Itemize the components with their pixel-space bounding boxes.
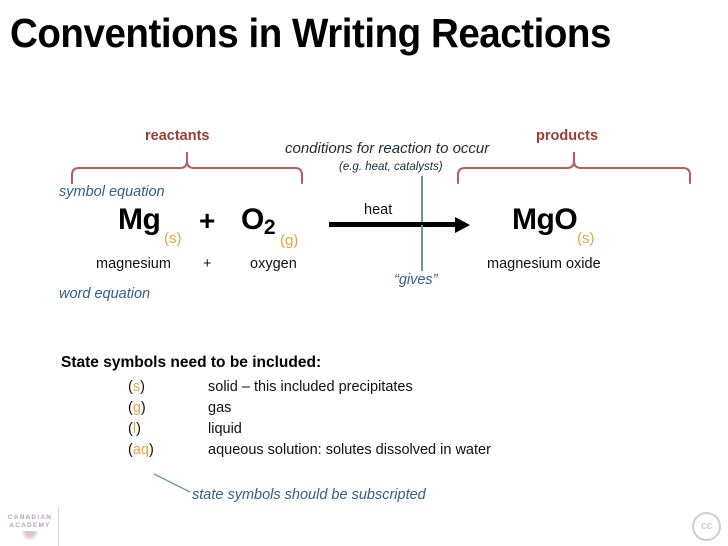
reaction-arrow-head: [455, 216, 470, 233]
heat-label: heat: [364, 202, 393, 218]
reactant-1-word: magnesium: [96, 256, 171, 272]
products-brace: [456, 152, 692, 184]
reaction-arrow-shaft: [329, 222, 457, 227]
gives-leader-line: [421, 225, 423, 271]
state-letter: aq: [132, 442, 149, 458]
paren-close: ): [148, 442, 154, 458]
creative-commons-icon: cc: [692, 512, 721, 541]
state-letter: g: [132, 400, 141, 416]
paren-open: (: [128, 400, 133, 416]
state-symbol-meaning-liquid: liquid: [208, 421, 242, 437]
reactant-2-element: O: [241, 203, 264, 236]
canadian-academy-logo: CANADIAN ACADEMY: [4, 514, 56, 541]
state-letter: l: [132, 421, 137, 437]
state-symbol-key-liquid: (l): [128, 421, 141, 437]
state-symbol-key-gas: (g): [128, 400, 146, 416]
product-state-symbol: (s): [577, 230, 595, 247]
product-word: magnesium oxide: [487, 256, 601, 272]
conditions-label-line1: conditions for reaction to occur: [285, 140, 490, 157]
paren-open: (: [128, 442, 133, 458]
state-symbol-meaning-aqueous: aqueous solution: solutes dissolved in w…: [208, 442, 491, 458]
logo-line-1: CANADIAN: [7, 514, 53, 521]
subscript-note-leader-line: [153, 473, 191, 493]
symbol-equation-label: symbol equation: [59, 184, 165, 200]
conditions-leader-line: [421, 176, 423, 222]
conditions-label-line2: (e.g. heat, catalysts): [339, 161, 443, 173]
reactant-1-formula: Mg: [118, 203, 161, 236]
state-symbols-heading: State symbols need to be included:: [61, 354, 322, 371]
logo-crest-icon: [21, 531, 39, 541]
state-symbol-key-solid: (s): [128, 379, 145, 395]
logo-line-2: ACADEMY: [9, 522, 51, 529]
gives-label: “gives”: [394, 272, 438, 288]
paren-close: ): [140, 400, 146, 416]
reactant-2-word: oxygen: [250, 256, 297, 272]
products-label: products: [536, 128, 599, 144]
equation-plus-operator: +: [199, 205, 216, 236]
word-equation-label: word equation: [59, 286, 151, 302]
state-letter: s: [132, 379, 141, 395]
reactant-1-state-symbol: (s): [164, 230, 182, 247]
paren-open: (: [128, 421, 133, 437]
paren-close: ): [136, 421, 141, 437]
product-formula: MgO: [512, 203, 578, 236]
subscript-note: state symbols should be subscripted: [192, 487, 426, 503]
word-plus-operator: +: [203, 256, 212, 272]
reactants-label: reactants: [145, 128, 210, 144]
reactant-2-state-symbol: (g): [280, 232, 299, 249]
reactant-2-subscript: 2: [263, 216, 276, 239]
footer-divider: [58, 506, 59, 546]
state-symbol-key-aqueous: (aq): [128, 442, 154, 458]
state-symbol-meaning-gas: gas: [208, 400, 232, 416]
reactants-brace: [70, 152, 304, 184]
page-title: Conventions in Writing Reactions: [10, 10, 611, 56]
state-symbol-meaning-solid: solid – this included precipitates: [208, 379, 413, 395]
paren-open: (: [128, 379, 133, 395]
reactant-2-formula: O2: [241, 203, 276, 239]
paren-close: ): [140, 379, 145, 395]
